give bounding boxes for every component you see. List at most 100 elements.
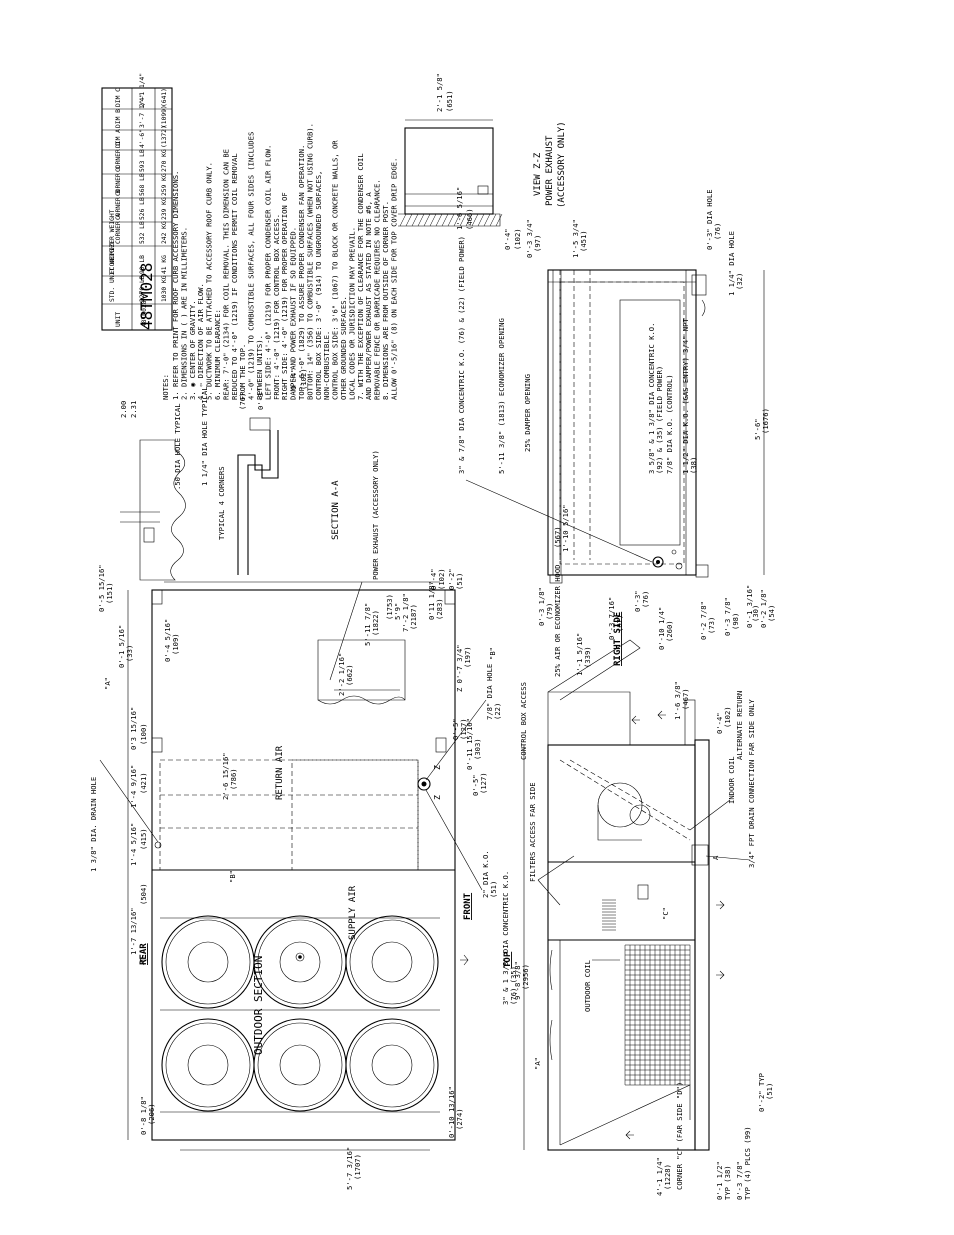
dim-2-1-8: 0'-2 1/8" <box>759 589 768 628</box>
dim-5-9-mm: (1753) <box>385 594 394 620</box>
table-header-corner-c: CORNER C <box>115 165 122 196</box>
view-zz-hatch <box>399 213 503 227</box>
outdoor-section-label: OUTDOOR SECTION <box>252 956 265 1055</box>
note-line: NON-COMBUSTIBLE. <box>322 331 331 400</box>
hatch-line <box>453 213 461 227</box>
fan-ring <box>165 1022 251 1108</box>
drain-hole-callout: 1 3/8" DIA. DRAIN HOLE <box>89 777 98 872</box>
section-a-hole114: 1 1/4" DIA HOLE TYPICAL <box>200 386 209 486</box>
hatch-line <box>459 213 467 227</box>
dia-ko-mm: (51) <box>489 881 498 898</box>
dim-2-6-15-16-mm: (786) <box>229 768 238 790</box>
fan-ring <box>161 1018 255 1112</box>
note-line: 7. WITH THE EXCEPTION OF CLEARANCE FOR T… <box>356 153 365 400</box>
power-exhaust-callout: POWER EXHAUST (ACCESSORY ONLY) <box>371 450 380 580</box>
view-zz-sub1: POWER EXHAUST <box>545 135 555 206</box>
damper-opening-callout: 25% DAMPER OPENING <box>523 374 532 452</box>
hatch-line <box>489 213 497 227</box>
top-view-front-label: FRONT <box>463 892 473 920</box>
table-header-corner-d: CORNER D <box>115 141 122 172</box>
dim-8-1-8: 0'-8 1/8" <box>139 1096 148 1135</box>
section-a-d4-mm: (102) <box>299 368 308 390</box>
dim-3-7-8-mm: TYP (4) PLCS (99) <box>743 1126 752 1200</box>
top-view: REAR FRONT OUTDOOR SECTION SUPPLY AIR RE… <box>89 450 518 1190</box>
dim-1-3-16-mm: (30) <box>751 605 760 622</box>
dim-10-13-16: 0'-10 13/16" <box>447 1086 456 1138</box>
note-line: BOTTOM: 14" (356) TO COMBUSTIBLE SURFACE… <box>305 123 314 400</box>
note-line: 4. ⇦ DIRECTION OF AIR FLOW. <box>196 283 205 400</box>
note-line: BETWEEN UNITS). <box>255 335 264 400</box>
dim-1-5-16-mm: (33) <box>125 645 134 662</box>
note-line: REMOVABLE FENCE OR BARRICADE REQUIRES NO… <box>373 179 382 400</box>
dim-2-top-mm: (51) <box>455 573 464 590</box>
ko-control-callout: 7/8" DIA K.O. (CONTROL) <box>665 374 674 474</box>
dim-3-15-16: 0'3 15/16" <box>129 707 138 750</box>
dim-1-5-3-4: 1'-5 3/4" <box>571 219 580 258</box>
supply-air-label: SUPPLY AIR <box>348 885 358 940</box>
fan-ring <box>165 919 251 1005</box>
weights-table: UNIT STD. UNIT WEIGHT ECONOMIZER WEIGHT … <box>101 73 173 331</box>
dim-1-7-13-16-mm: (504) <box>139 883 148 905</box>
hatch-line <box>417 213 425 227</box>
table-cell-unit: 48TM028 <box>141 300 148 327</box>
top-view-rear-label: REAR <box>139 943 149 965</box>
fan-ring <box>345 1018 439 1112</box>
note-line: CONTROL BOX SIDE: 3'6" (1067) TO BLOCK O… <box>331 140 340 400</box>
note-line: TOP: 6'-0" (1829) TO ASSURE PROPER CONDE… <box>297 145 306 400</box>
note-line: REDUCED TO 4'-0" (1219) IF CONDITIONS PE… <box>230 153 239 400</box>
table-cell-dim-a-mm: (1372) <box>161 125 168 148</box>
hatch-line <box>411 213 419 227</box>
dim-5-9: 5'9" <box>393 603 402 620</box>
marker-b-top-2: "B" <box>228 870 237 883</box>
hole-78-mm: (22) <box>493 703 502 720</box>
dim-1-6-3-8: 1'-6 3/8" <box>673 681 682 720</box>
table-cell-corner-d-lb: 593 LB <box>139 149 146 172</box>
note-line: CONTROL BOX SIDE: 3'-0" (914) TO UNGROUN… <box>314 171 323 400</box>
hole-114-mm: (32) <box>735 273 744 290</box>
dim-1-4-5-16: 1'-4 5/16" <box>129 823 138 866</box>
hole-114-callout: 1 1/4" DIA HOLE <box>727 231 736 296</box>
dim-9-8-3-8: 9'-8 3/8" <box>513 961 522 1000</box>
hatch-line <box>477 213 485 227</box>
section-a-marker-side: A <box>711 855 720 860</box>
dim-3-1-8: 0'-3 1/8" <box>537 587 546 626</box>
dim-10-1-4: 0'-10 1/4" <box>657 607 666 650</box>
table-cell-std-kg: 1030 KG <box>161 275 168 302</box>
corner-cd-callout: CORNER "C" (FAR SIDE "D") <box>675 1082 684 1190</box>
fan-ring <box>161 915 255 1009</box>
note-line: DAMPER AND POWER EXHAUST IF SO EQUIPPED. <box>289 227 298 400</box>
dim-11-1-8-mm: (283) <box>435 598 444 620</box>
fan-ring <box>253 1018 347 1112</box>
notes-block: NOTES: 1. REFER TO PRINT FOR ROOF CURB A… <box>161 123 398 400</box>
side-view: RIGHT SIDE CONTROL BOX ACCESS FILTERS AC… <box>513 504 774 1200</box>
dim-2-7-8: 0'-2 7/8" <box>699 601 708 640</box>
dim-2-typ: 0'-2" TYP <box>757 1073 766 1112</box>
marker-c-side: "C" <box>661 907 670 920</box>
view-zz-sub2: (ACCESSORY ONLY) <box>557 121 567 208</box>
hatch-line <box>429 213 437 227</box>
control-box-louvres <box>602 899 616 931</box>
table-cell-dim-a: 4'-6" <box>139 129 146 148</box>
dim-2-7-8-mm: (73) <box>707 617 716 634</box>
top-view-dims-right: 7'-2 1/8" (2187) 5'9" (1753) 5'-11 7/8" … <box>164 568 488 800</box>
table-header-dim-a: DIM A <box>115 129 122 148</box>
section-a-d3: 0'-3" <box>256 388 265 410</box>
section-a-dim-200: 2.00 <box>119 401 128 418</box>
table-cell-std-lb: 2270 LB <box>139 275 146 302</box>
table-header-unit: UNIT <box>115 312 122 327</box>
note-line: 3. ◉ CENTER OF GRAVITY. <box>188 300 197 400</box>
section-a-detail: 2.00 2.31 .50 DIA HOLE TYPICAL 1 1/4" DI… <box>119 368 341 581</box>
table-cell-dim-b-mm: (1099) <box>161 105 168 128</box>
view-zz-d1-mm: (651) <box>445 90 454 112</box>
note-line: 4'-0" (1219) TO COMBUSTIBLE SURFACES, AL… <box>247 132 256 400</box>
dim-1-6-3-8-mm: (467) <box>681 688 690 710</box>
dim-3-15-16-mm: (100) <box>139 723 148 745</box>
dim-4-side: 0'-4" <box>715 712 724 734</box>
table-cell-dim-c-mm: (641) <box>161 88 168 107</box>
hole-3-mm: (76) <box>713 223 722 240</box>
dim-2-2-1-16: 2'-2 1/16" <box>337 653 346 696</box>
dim-5-top: 0'-5" <box>471 774 480 796</box>
concentric-ko-callout: 3" & 1 3/8" DIA CONCENTRIC K.O. <box>501 871 510 1005</box>
field-power-callout: 3" & 7/8" DIA CONCENTRIC K.O. (76) & (22… <box>457 236 466 474</box>
